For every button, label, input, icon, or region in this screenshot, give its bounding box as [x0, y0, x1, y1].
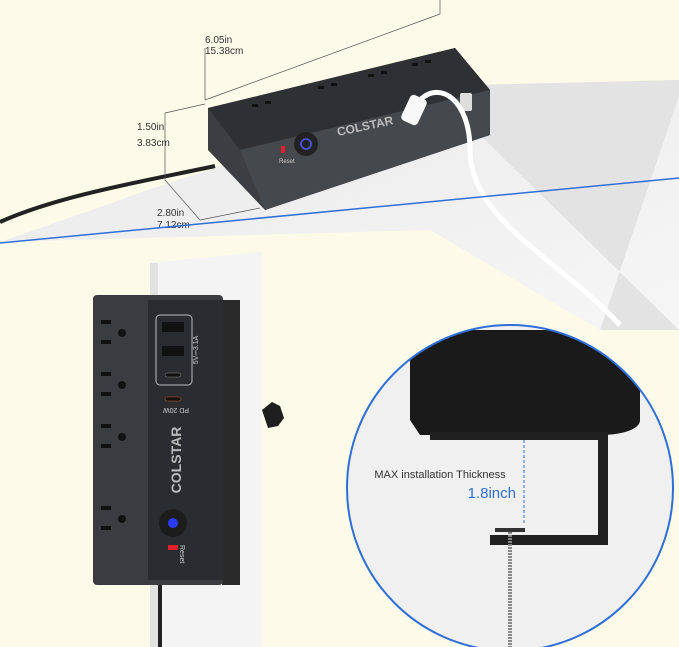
desk-edge	[430, 80, 679, 330]
reset-label-mounted: Reset	[178, 545, 185, 563]
clamp-knob	[262, 402, 284, 428]
depth-cm: 7.12cm	[157, 220, 190, 231]
length-in: 6.05in	[205, 35, 232, 46]
depth-in: 2.80in	[157, 208, 184, 219]
power-strip-mounted: 5V⎓3.1A PD 20W COLSTAR Reset	[93, 295, 223, 585]
power-cord	[0, 164, 216, 224]
power-button-icon	[294, 132, 318, 156]
height-cm: 3.83cm	[137, 138, 170, 149]
reset-label-top: Reset	[279, 159, 295, 165]
brand-label-mounted: COLSTAR	[168, 427, 184, 494]
usb-cable	[418, 89, 622, 327]
dimension-lines	[164, 0, 441, 221]
max-thickness-value: 1.8inch	[468, 485, 516, 502]
pd-rating: PD 20W	[163, 406, 189, 413]
power-strip-top: Reset COLSTAR	[208, 48, 490, 210]
length-cm: 15.38cm	[205, 46, 243, 57]
detail-circle	[347, 325, 673, 647]
divider-line	[0, 177, 679, 244]
desk-mount-body	[410, 330, 640, 435]
usb-rating: 5V⎓3.1A	[193, 335, 200, 364]
reset-indicator	[168, 545, 178, 550]
reset-indicator	[281, 146, 285, 153]
max-thickness-caption: MAX installation Thickness	[374, 469, 506, 481]
height-in: 1.50in	[137, 122, 164, 133]
